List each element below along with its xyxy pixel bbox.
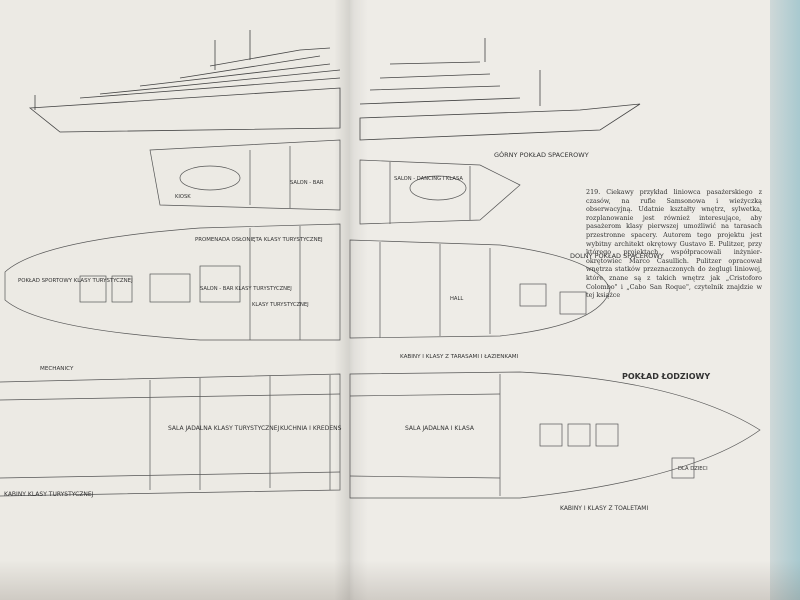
label-dining-first: SALA JADALNA I KLASA [405, 425, 475, 432]
right-page [350, 0, 800, 600]
label-salon-bar-tourist: SALON - BAR KLASY TURYSTYCZNEJ [200, 286, 292, 292]
label-salon-bar: SALON - BAR [290, 180, 324, 186]
label-cabins-lux: KABINY I KLASY Z TARASAMI I ŁAZIENKAMI [400, 354, 519, 360]
lower-deck-plan [4, 223, 611, 341]
label-cabins-tourist: KABINY KLASY TURYSTYCZNEJ [4, 491, 94, 498]
book-edge [770, 0, 800, 600]
label-tourist-class: KLASY TURYSTYCZNEJ [252, 302, 309, 308]
left-page [0, 0, 370, 600]
label-kids: DLA DZIECI [678, 466, 708, 472]
label-boat-deck: POKŁAD ŁODZIOWY [622, 372, 710, 381]
ship-profile-left [28, 30, 341, 133]
boat-deck-plan [0, 371, 761, 499]
label-mechanics: MECHANICY [40, 366, 74, 372]
figure-caption: 219. Ciekawy przykład liniowca pasażersk… [586, 188, 762, 300]
label-kitchen: KUCHNIA I KREDENS [280, 425, 342, 432]
book-gutter [334, 0, 368, 600]
label-dining-tourist: SALA JADALNA KLASY TURYSTYCZNEJ [168, 425, 280, 432]
label-sport-deck: POKŁAD SPORTOWY KLASY TURYSTYCZNEJ [18, 278, 133, 284]
label-lower-deck: DOLNY POKŁAD SPACEROWY [570, 252, 664, 260]
label-kiosk: KIOSK [175, 194, 191, 200]
bottom-shadow [0, 560, 800, 600]
label-hall: HALL [450, 296, 463, 302]
upper-deck-plan [149, 139, 521, 225]
label-promenade: PROMENADA OSŁONIĘTA KLASY TURYSTYCZNEJ [195, 237, 323, 243]
label-cabins-first: KABINY I KLASY Z TOALETAMI [560, 505, 648, 512]
ship-profile-right [359, 38, 641, 141]
label-upper-deck: GÓRNY POKŁAD SPACEROWY [494, 150, 589, 159]
label-salon-first: SALON - DANCING I KLASA [394, 176, 463, 182]
